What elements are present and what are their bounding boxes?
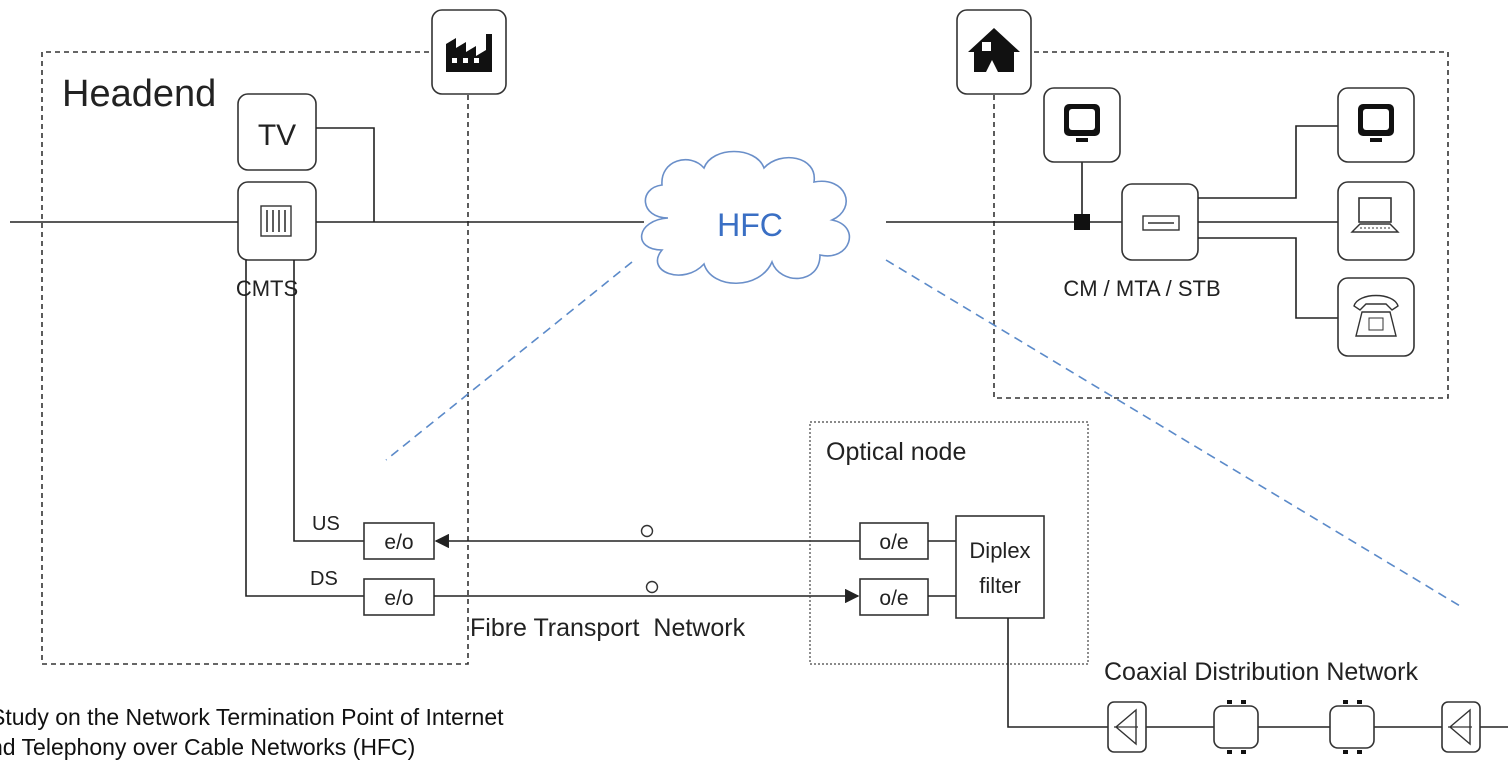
amplifier-icon [1441, 701, 1481, 753]
ds-label: DS [310, 568, 338, 590]
fibre-marker-downstream [645, 580, 659, 594]
cmts-box [237, 181, 317, 261]
tv-feed-line [316, 127, 375, 222]
caption-line-2: nd Telephony over Cable Networks (HFC) [0, 734, 416, 760]
us-label: US [312, 513, 340, 535]
telephone-icon [1337, 277, 1415, 357]
cmts-rack-icon [260, 205, 292, 237]
ds-line [245, 260, 364, 597]
headend-title: Headend [62, 73, 216, 115]
figure-caption: Study on the Network Termination Point o… [0, 702, 510, 762]
oe-downstream-label: o/e [879, 587, 908, 610]
modem-icon [1121, 183, 1199, 261]
diplex-filter-box [955, 515, 1045, 619]
tv-icon [1337, 87, 1415, 163]
branch-to-tv [1198, 125, 1338, 199]
cmts-label: CMTS [236, 276, 298, 301]
tap-icon [1329, 700, 1375, 754]
optical-node-title: Optical node [826, 438, 966, 466]
tv-label: TV [258, 119, 296, 152]
eo-upstream-label: e/o [384, 531, 413, 554]
fibre-marker-upstream [640, 524, 654, 538]
factory-icon [431, 9, 507, 95]
oe-downstream-box [859, 578, 929, 616]
splitter-node [1074, 214, 1090, 230]
premises-boundary [993, 51, 1449, 399]
zoom-line-left [385, 261, 633, 461]
oe-upstream-box [859, 522, 929, 560]
amplifier-icon [1107, 701, 1147, 753]
house-icon [956, 9, 1032, 95]
branch-to-phone [1198, 237, 1338, 319]
zoom-line-right [885, 259, 1461, 607]
fibre-network-label: Fibre Transport Network [470, 614, 746, 642]
eo-downstream-label: e/o [384, 587, 413, 610]
customer-device-label: CM / MTA / STB [1063, 276, 1220, 301]
tap-icon [1213, 700, 1259, 754]
coax-label: Coaxial Distribution Network [1104, 658, 1419, 686]
monitor-icon [1043, 87, 1121, 163]
us-line [293, 260, 364, 542]
eo-downstream-box [363, 578, 435, 616]
hfc-label: HFC [717, 207, 783, 243]
oe-upstream-label: o/e [879, 531, 908, 554]
headend-boundary [41, 51, 469, 665]
diplex-line2: filter [979, 573, 1021, 598]
laptop-icon [1337, 181, 1415, 261]
hfc-cloud: HFC [640, 150, 851, 284]
tv-box: TV [237, 93, 317, 171]
caption-line-1: Study on the Network Termination Point o… [0, 704, 504, 730]
diplex-line1: Diplex [969, 538, 1030, 563]
eo-upstream-box [363, 522, 435, 560]
